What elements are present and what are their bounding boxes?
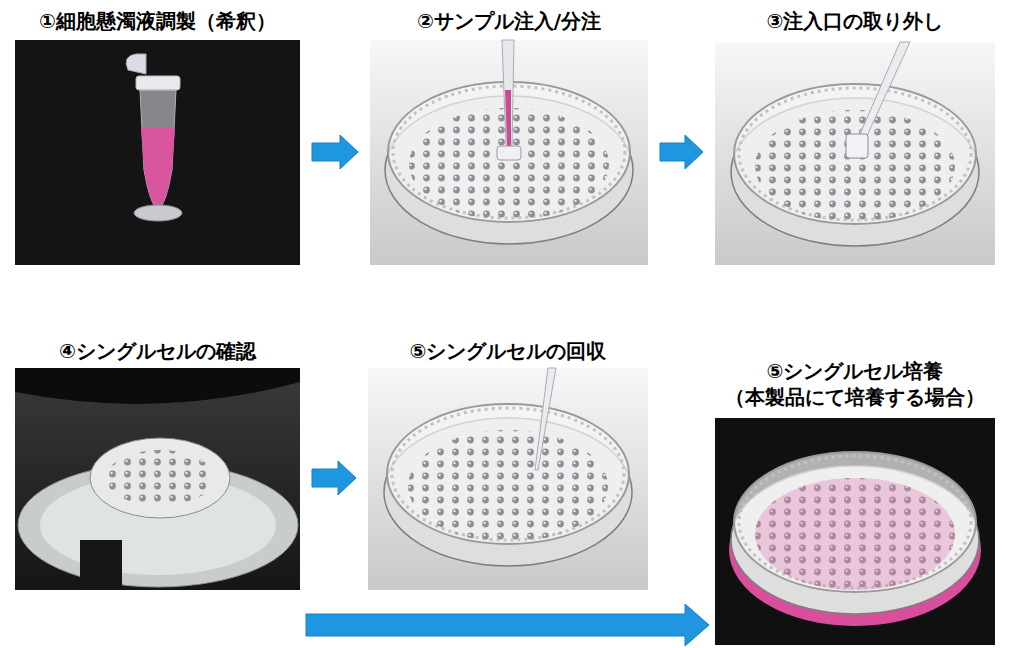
flow-arrow bbox=[312, 135, 358, 169]
dish-photo bbox=[715, 42, 995, 265]
step-heading: ①細胞懸濁液調製（希釈） bbox=[15, 8, 300, 34]
culture-dish-photo bbox=[715, 418, 995, 645]
dish-photo bbox=[368, 368, 648, 590]
step-panel: ③注入口の取り外し bbox=[715, 8, 995, 266]
step-panel: ①細胞懸濁液調製（希釈） bbox=[15, 8, 300, 266]
dish-photo bbox=[370, 40, 648, 265]
microscope-photo bbox=[15, 368, 300, 590]
flow-arrow bbox=[312, 461, 356, 495]
step-panel: ⑤シングルセルの回収 bbox=[368, 338, 648, 592]
step-heading: ②サンプル注入/分注 bbox=[370, 8, 648, 34]
step-panel: ⑤シングルセル培養 （本製品にて培養する場合） bbox=[715, 358, 995, 646]
step-heading: ④シングルセルの確認 bbox=[15, 338, 300, 364]
flow-arrow bbox=[660, 135, 703, 169]
step-panel: ④シングルセルの確認 bbox=[15, 338, 300, 640]
step-heading: ⑤シングルセルの回収 bbox=[368, 338, 648, 364]
step-heading: ⑤シングルセル培養 （本製品にて培養する場合） bbox=[715, 358, 995, 410]
step-panel: ②サンプル注入/分注 bbox=[370, 8, 648, 266]
flow-arrow bbox=[306, 604, 709, 646]
step-heading: ③注入口の取り外し bbox=[715, 8, 995, 34]
tube-photo bbox=[15, 40, 300, 265]
